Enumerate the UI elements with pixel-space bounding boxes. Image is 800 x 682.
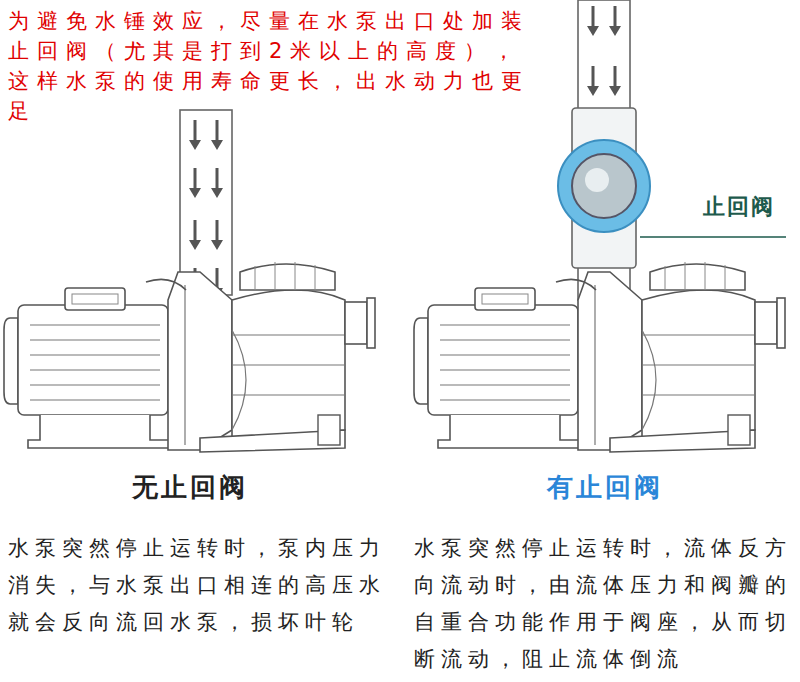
note-text: 为避免水锤效应，尽量在水泵出口处加装止回阀（尤其是打到2米以上的高度），这样水泵… [8, 6, 548, 126]
caption-text: 无止回阀 [90, 470, 290, 504]
caption-text: 有止回阀 [505, 470, 705, 504]
description-text: 水泵突然停止运转时，流体反方向流动时，由流体压力和阀瓣的自重合功能作用于阀座，从… [414, 530, 798, 678]
description-text: 水泵突然停止运转时，泵内压力消失，与水泵出口相连的高压水就会反向流回水泵，损坏叶… [8, 530, 400, 641]
part-label: 止回阀 [703, 193, 793, 221]
